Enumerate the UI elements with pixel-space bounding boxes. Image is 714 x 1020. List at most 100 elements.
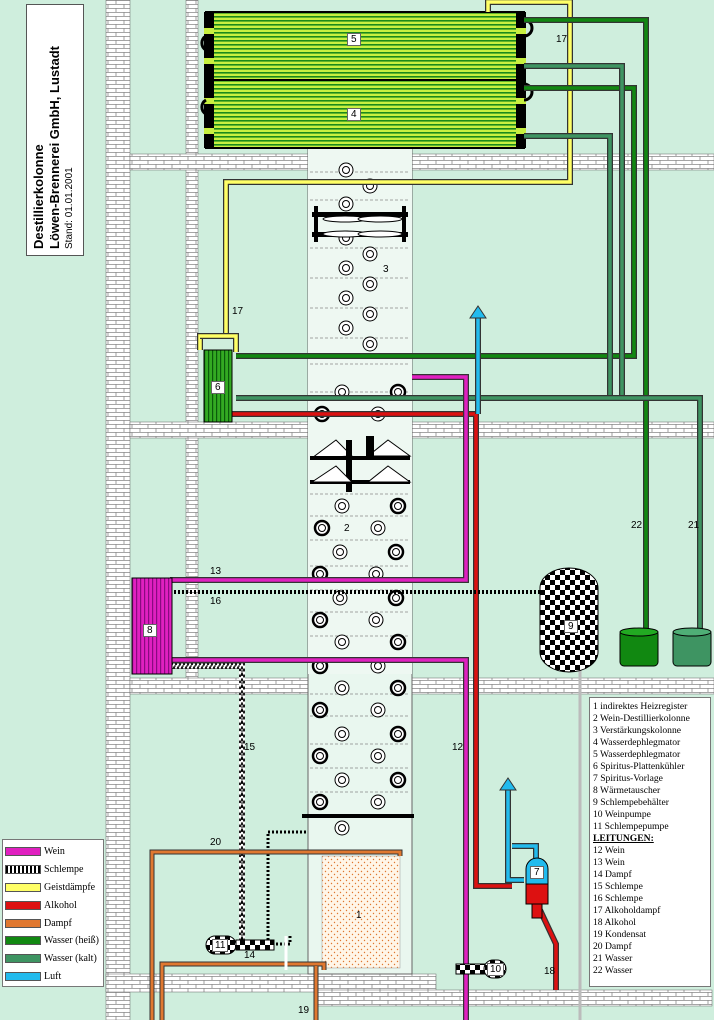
legend-item: Wasser (kalt) bbox=[5, 950, 101, 968]
bubble-cap bbox=[370, 794, 386, 810]
air-vents bbox=[469, 305, 517, 791]
line-item: 13 Wein bbox=[593, 857, 625, 868]
title-line-1: Destillierkolonne bbox=[31, 144, 46, 249]
part-item: 1 indirektes Heizregister bbox=[593, 701, 688, 712]
part-item: 8 Wärmetauscher bbox=[593, 785, 661, 796]
bubble-cap bbox=[338, 260, 354, 276]
title-line-2: Löwen-Brennerei GmbH, Lustadt bbox=[47, 46, 62, 249]
water-dephlegmator bbox=[200, 11, 534, 149]
bubble-cap bbox=[389, 725, 407, 743]
bubble-cap bbox=[368, 612, 384, 628]
legend-swatch bbox=[5, 918, 41, 928]
bubble-cap bbox=[338, 196, 354, 212]
bubble-cap bbox=[338, 320, 354, 336]
legend: Wein Schlempe Geistdämpfe Alkohol Dampf … bbox=[2, 839, 104, 987]
legend-label: Dampf bbox=[44, 917, 72, 929]
tag-11: 11 bbox=[212, 939, 229, 952]
label-column-3: 3 bbox=[383, 264, 389, 275]
part-item: 7 Spiritus-Vorlage bbox=[593, 773, 663, 784]
bubble-cap bbox=[334, 680, 350, 696]
building-structure bbox=[105, 0, 714, 1020]
line-item: 15 Schlempe bbox=[593, 881, 643, 892]
bubble-cap bbox=[362, 246, 378, 262]
part-item: 2 Wein-Destillierkolonne bbox=[593, 713, 690, 724]
bubble-cap bbox=[311, 747, 329, 765]
column-internals bbox=[302, 206, 414, 818]
ground-floor bbox=[105, 973, 437, 993]
pipes bbox=[149, 0, 703, 1020]
label-line-22: 22 bbox=[631, 520, 643, 531]
label-heater-1: 1 bbox=[356, 910, 362, 921]
title-block: Destillierkolonne Löwen-Brennerei GmbH, … bbox=[26, 4, 84, 256]
legend-item: Alkohol bbox=[5, 896, 101, 914]
line-item: 19 Kondensat bbox=[593, 929, 647, 940]
legend-label: Geistdämpfe bbox=[44, 881, 96, 893]
line-item: 17 Alkoholdampf bbox=[593, 905, 661, 916]
bubble-cap bbox=[334, 498, 350, 514]
title-date: Stand: 01.01.2001 bbox=[64, 167, 75, 249]
bubble-cap bbox=[338, 162, 354, 178]
ground-floor-right bbox=[317, 989, 713, 1007]
legend-swatch bbox=[5, 971, 41, 981]
legend-label: Wasser (heiß) bbox=[44, 935, 100, 947]
bubble-cap bbox=[362, 276, 378, 292]
tag-9: 9 bbox=[564, 620, 578, 633]
label-line-17: 17 bbox=[556, 34, 568, 45]
bubble-cap bbox=[334, 772, 350, 788]
bubble-cap bbox=[332, 544, 348, 560]
legend-item: Luft bbox=[5, 968, 101, 986]
label-line-20: 20 bbox=[210, 837, 222, 848]
tag-7: 7 bbox=[530, 866, 544, 879]
water-tanks bbox=[619, 627, 712, 667]
line-item: 14 Dampf bbox=[593, 869, 632, 880]
bubble-cap bbox=[389, 771, 407, 789]
part-item: 4 Wasserdephlegmator bbox=[593, 737, 681, 748]
floor-1 bbox=[129, 153, 714, 171]
label-line-17b: 17 bbox=[232, 306, 244, 317]
floor-2 bbox=[129, 421, 714, 439]
bubble-cap bbox=[370, 702, 386, 718]
label-line-13: 13 bbox=[210, 566, 222, 577]
legend-swatch bbox=[5, 954, 41, 964]
legend-item: Dampf bbox=[5, 914, 101, 932]
legend-swatch bbox=[5, 847, 41, 857]
line-item: 22 Wasser bbox=[593, 965, 633, 976]
label-line-14: 14 bbox=[244, 950, 256, 961]
bubble-caps bbox=[311, 162, 407, 836]
line-item: 12 Wein bbox=[593, 845, 625, 856]
part-item: 11 Schlempepumpe bbox=[593, 821, 669, 832]
spirit-plate-cooler bbox=[203, 349, 233, 423]
legend-item: Wein bbox=[5, 843, 101, 861]
tag-8: 8 bbox=[143, 624, 157, 637]
line-item: 18 Alkohol bbox=[593, 917, 636, 928]
legend-item: Schlempe bbox=[5, 861, 101, 879]
line-item: 20 Dampf bbox=[593, 941, 632, 952]
part-item: 9 Schlempebehälter bbox=[593, 797, 669, 808]
part-item: 3 Verstärkungskolonne bbox=[593, 725, 682, 736]
bubble-cap bbox=[362, 306, 378, 322]
label-line-15: 15 bbox=[244, 742, 256, 753]
bubble-cap bbox=[311, 611, 329, 629]
legend-swatch bbox=[5, 936, 41, 946]
bubble-cap bbox=[311, 701, 329, 719]
tag-10: 10 bbox=[487, 963, 505, 976]
legend-label: Alkohol bbox=[44, 899, 77, 911]
pipe-schlempe-15 bbox=[170, 663, 245, 944]
parts-list: 1 indirektes Heizregister 2 Wein-Destill… bbox=[589, 697, 711, 987]
bubble-cap bbox=[370, 748, 386, 764]
legend-swatch bbox=[5, 900, 41, 910]
bubble-cap bbox=[389, 497, 407, 515]
tag-4: 4 bbox=[347, 108, 361, 121]
bubble-cap bbox=[362, 336, 378, 352]
part-item: 10 Weinpumpe bbox=[593, 809, 651, 820]
tag-6: 6 bbox=[211, 381, 225, 394]
bubble-cap bbox=[334, 634, 350, 650]
bubble-cap bbox=[311, 793, 329, 811]
legend-label: Wein bbox=[44, 846, 65, 858]
tag-5: 5 bbox=[347, 33, 361, 46]
label-line-19: 19 bbox=[298, 1005, 310, 1016]
legend-label: Schlempe bbox=[44, 864, 84, 876]
floor-3 bbox=[129, 677, 714, 695]
label-column-2: 2 bbox=[344, 523, 350, 534]
